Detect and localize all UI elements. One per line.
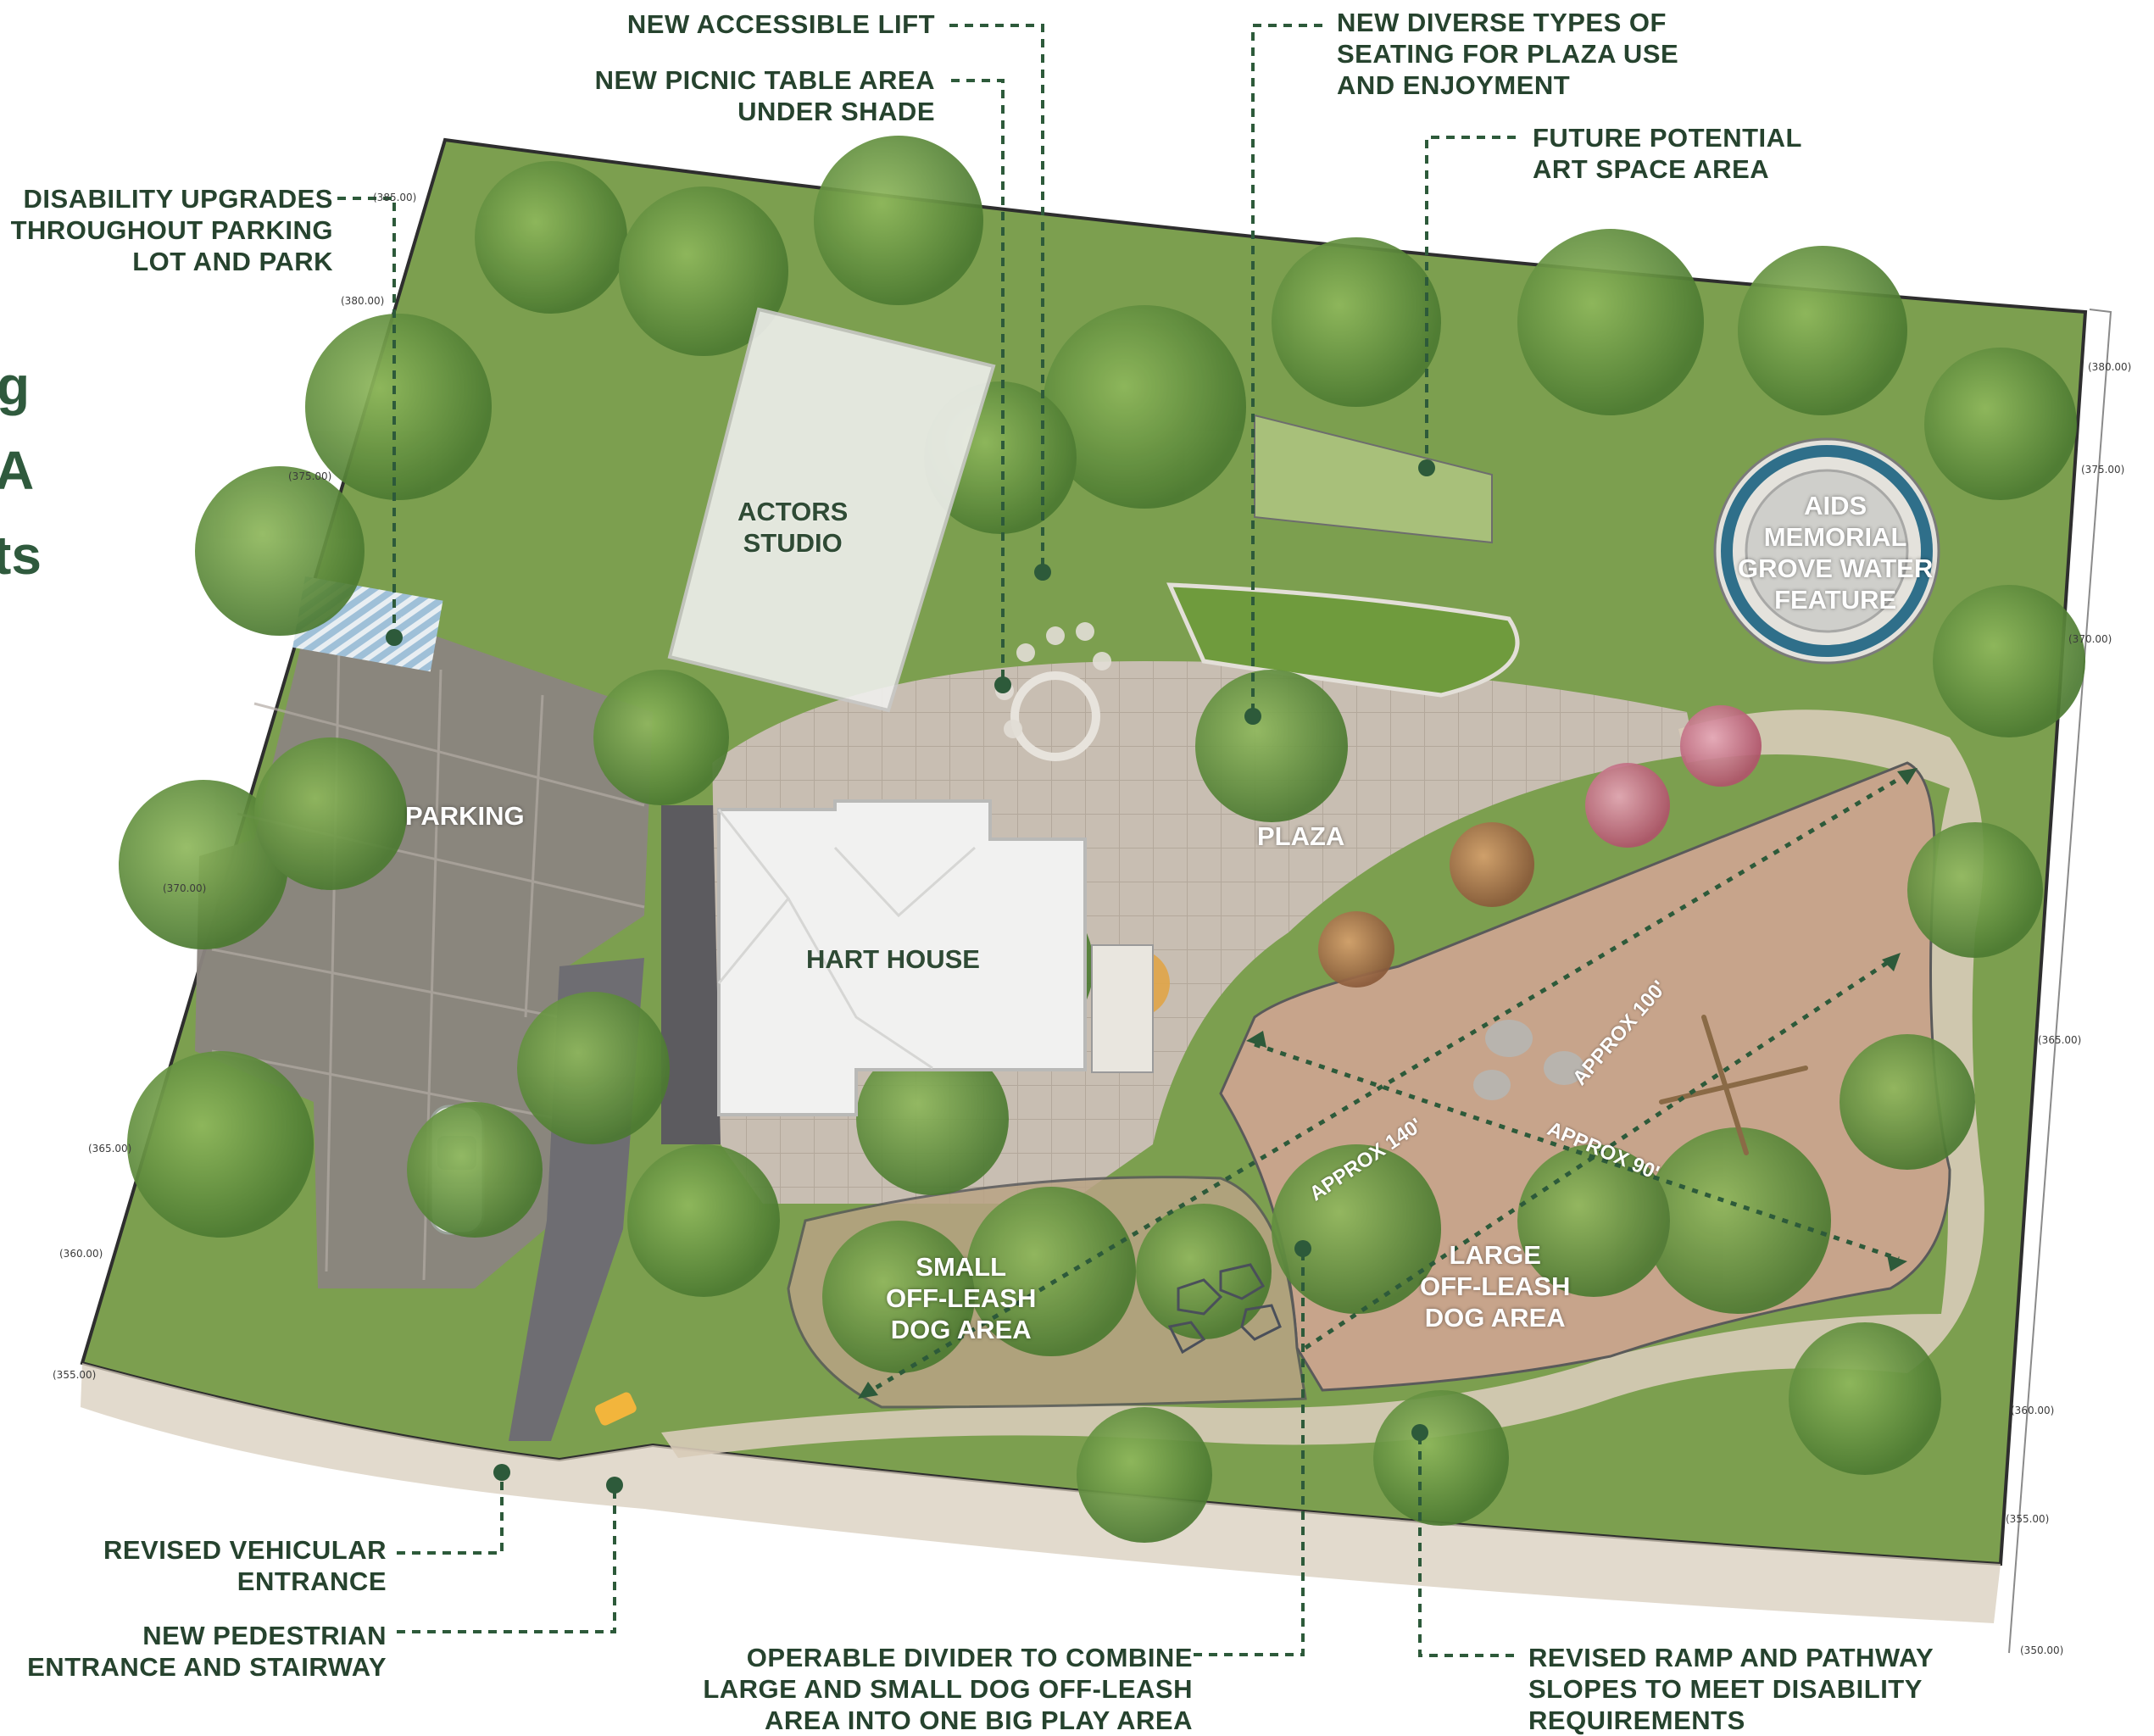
actors-studio-roof (667, 307, 996, 713)
elevation-365-left: (365.00) (88, 1143, 132, 1155)
callout-ramp-pathway: REVISED RAMP AND PATHWAY SLOPES TO MEET … (1528, 1643, 1934, 1735)
elevation-375-left: (375.00) (288, 470, 332, 482)
hart-house-porch (1091, 944, 1154, 1073)
cut-off-heading-line-2: A (0, 440, 35, 501)
label-plaza: PLAZA (1257, 821, 1345, 851)
elevation-370-left: (370.00) (163, 882, 207, 894)
picnic-ring (1010, 671, 1100, 761)
divider-stones (1167, 1263, 1282, 1355)
elevation-360-left: (360.00) (59, 1248, 103, 1260)
callout-picnic-area: NEW PICNIC TABLE AREA UNDER SHADE (594, 65, 935, 126)
hart-house-roof (717, 799, 1087, 1116)
leader-dots (386, 459, 1435, 1494)
plaza-planter (1166, 582, 1520, 698)
hart-house-walkway (661, 805, 721, 1144)
leader-lines (337, 24, 1516, 1657)
label-actors-studio: ACTORS STUDIO (737, 497, 849, 558)
elevation-380-left: (380.00) (341, 295, 385, 307)
label-large-dog-area: LARGE OFF-LEASH DOG AREA (1420, 1240, 1571, 1333)
callout-accessible-lift: NEW ACCESSIBLE LIFT (626, 9, 935, 39)
dimension-arrowheads (858, 768, 1917, 1399)
cut-off-heading-line-3: ts (0, 525, 42, 586)
cut-off-heading-line-1: g (0, 355, 31, 416)
elevation-355-left: (355.00) (53, 1369, 97, 1381)
hart-house-roof-ridges (717, 809, 976, 1070)
property-line (2008, 309, 2112, 1654)
elevation-355-right: (355.00) (2006, 1513, 2050, 1525)
elevation-365-right: (365.00) (2038, 1034, 2082, 1046)
sidewalk (81, 1363, 2001, 1623)
elevation-360-right: (360.00) (2011, 1405, 2055, 1416)
elevation-375-right: (375.00) (2081, 464, 2125, 476)
label-hart-house: HART HOUSE (806, 944, 980, 974)
callout-disability-upgrades: DISABILITY UPGRADES THROUGHOUT PARKING L… (10, 184, 333, 276)
callout-plaza-seating: NEW DIVERSE TYPES OF SEATING FOR PLAZA U… (1337, 8, 1679, 100)
callout-art-space: FUTURE POTENTIAL ART SPACE AREA (1533, 123, 1802, 184)
water-feature (1713, 437, 1940, 665)
dog-area-boulders (1473, 1020, 1584, 1100)
elevation-385: (385.00) (373, 192, 417, 203)
play-logs (1659, 1015, 1808, 1155)
pedestrian-stair-highlight (594, 1392, 637, 1426)
label-aids-memorial: AIDS MEMORIAL GROVE WATER FEATURE (1738, 491, 1934, 615)
callout-pedestrian-entrance: NEW PEDESTRIAN ENTRANCE AND STAIRWAY (27, 1621, 387, 1682)
dimension-lines (863, 769, 1913, 1397)
callout-operable-divider: OPERABLE DIVIDER TO COMBINE LARGE AND SM… (703, 1643, 1193, 1735)
label-small-dog-area: SMALL OFF-LEASH DOG AREA (886, 1252, 1037, 1344)
label-parking: PARKING (405, 801, 525, 831)
elevation-370-right: (370.00) (2068, 633, 2112, 645)
elevation-350-right: (350.00) (2020, 1644, 2064, 1656)
elevation-380-right: (380.00) (2088, 361, 2132, 373)
callout-vehicular-entrance: REVISED VEHICULAR ENTRANCE (103, 1535, 387, 1596)
